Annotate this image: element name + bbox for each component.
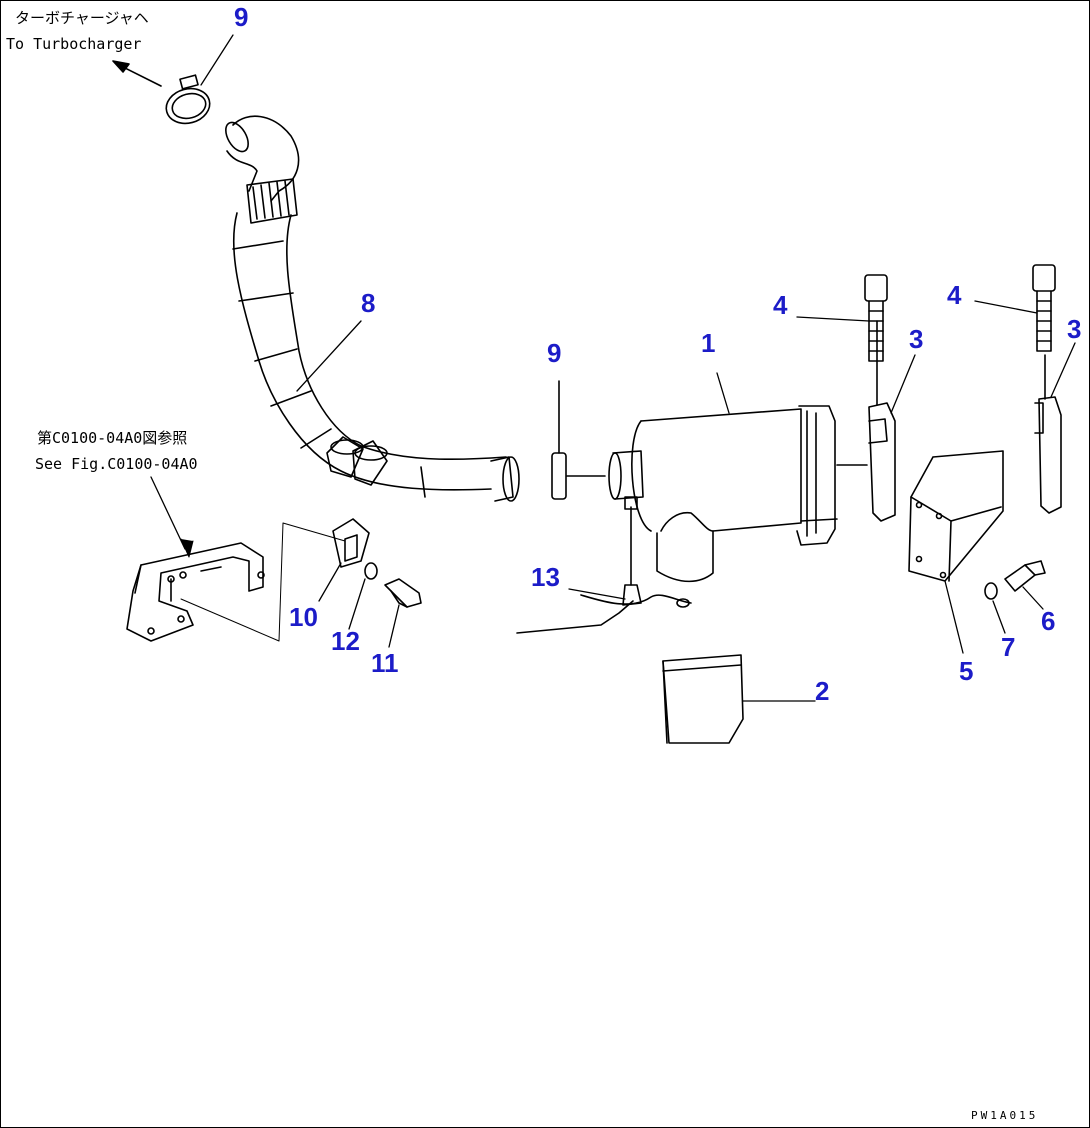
- bolt-left: [864, 274, 888, 362]
- see-fig-note-en: See Fig.C0100-04A0: [35, 455, 198, 473]
- air-cleaner-body: [608, 405, 868, 583]
- mounting-strap-right: [1034, 354, 1062, 514]
- mounting-strap-left: [868, 320, 896, 522]
- drawing-code: PW1A015: [971, 1109, 1039, 1122]
- callout-9-small: 9: [547, 338, 562, 368]
- callout-11-bolt: 11: [371, 648, 399, 678]
- washer: [984, 582, 998, 600]
- bracket-plate: [908, 450, 1004, 582]
- callout-4-left: 4: [773, 290, 788, 320]
- intake-hose: [225, 115, 520, 502]
- callout-13-indicator: 13: [531, 562, 560, 592]
- hose-clamp-top: [165, 74, 211, 125]
- mounting-bolt: [384, 578, 422, 608]
- callout-3-left: 3: [909, 324, 924, 354]
- reference-outline: [180, 522, 346, 642]
- dust-cover: [662, 654, 744, 744]
- turbo-note-jp: ターボチャージャヘ: [15, 9, 149, 27]
- small-bracket: [332, 518, 370, 568]
- mounting-bracket: [126, 542, 265, 642]
- turbo-note-en: To Turbocharger: [6, 35, 142, 53]
- callout-7-washer: 7: [1001, 632, 1016, 662]
- callout-9-clamp: 9: [234, 2, 249, 32]
- callout-8-hose: 8: [361, 288, 376, 318]
- callout-12-washer: 12: [331, 626, 360, 656]
- see-fig-arrow: [180, 538, 194, 558]
- small-clamp: [551, 380, 606, 500]
- callout-1-air-cleaner: 1: [701, 328, 716, 358]
- flat-washer: [364, 562, 378, 580]
- leader-lines: [150, 34, 1076, 702]
- callout-3-right: 3: [1067, 314, 1082, 344]
- dust-indicator: [516, 506, 692, 634]
- turbo-arrow: [112, 60, 162, 87]
- bolt-right: [1032, 264, 1056, 352]
- callout-10-bracket: 10: [289, 602, 318, 632]
- callout-5-bracket: 5: [959, 656, 974, 686]
- drain-fitting: [1004, 560, 1046, 592]
- callout-4-right: 4: [947, 280, 962, 310]
- callout-2-cover: 2: [815, 676, 830, 706]
- callout-6-fitting: 6: [1041, 606, 1056, 636]
- see-fig-note-jp: 第C0100-04A0図参照: [37, 429, 188, 447]
